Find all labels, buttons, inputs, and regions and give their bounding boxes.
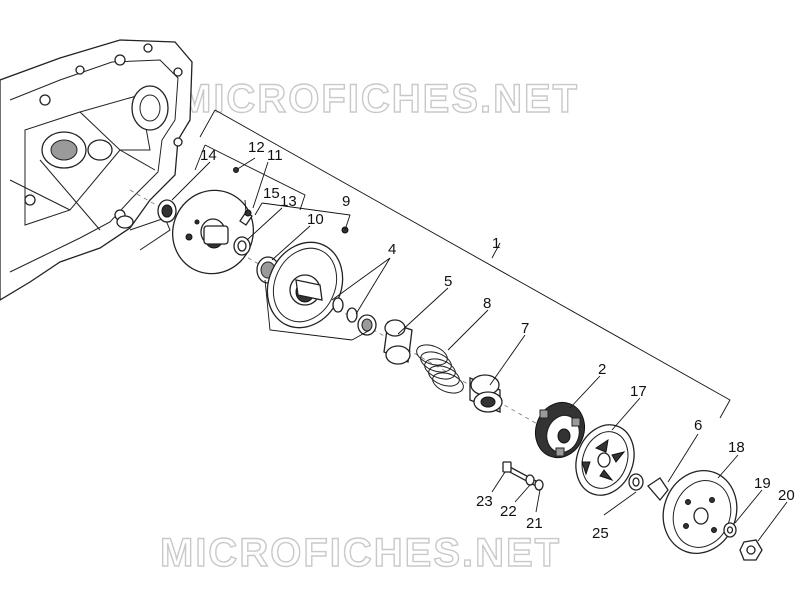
callout-10: 10 (307, 211, 324, 228)
part-13-bushing (233, 236, 251, 256)
callout-6: 6 (694, 417, 702, 434)
callout-21: 21 (526, 515, 543, 532)
bracket-group-12 (194, 144, 306, 211)
leader-23 (491, 471, 506, 493)
leader-10 (271, 225, 311, 261)
watermark-bottom: MICROFICHES.NET (160, 531, 561, 575)
leader-11 (252, 161, 269, 209)
leader-22 (514, 484, 531, 503)
callout-13: 13 (280, 193, 297, 210)
part-8-spring (416, 344, 464, 394)
leader-14 (171, 161, 211, 201)
watermark-top: MICROFICHES.NET (178, 77, 579, 121)
callout-15: 15 (263, 185, 280, 202)
leader-12 (235, 157, 256, 171)
part-4-o-rings (332, 297, 358, 323)
leader-5 (397, 287, 449, 335)
callout-22: 22 (500, 503, 517, 520)
part-25-washer (628, 473, 644, 491)
bracket-group-1 (199, 109, 731, 419)
callout-7: 7 (521, 320, 529, 337)
leader-25 (603, 491, 637, 516)
callout-12: 12 (248, 139, 265, 156)
part-19-washer (723, 522, 737, 538)
part-7-cylinder-bushing (469, 374, 503, 413)
leader-4 (264, 257, 391, 341)
part-18-clutch-bell (662, 470, 738, 554)
part-14-seal-ring (157, 199, 177, 223)
leader-2 (569, 375, 601, 409)
part-9-movable-pulley-half (266, 226, 349, 329)
callout-5: 5 (444, 273, 452, 290)
leader-13 (246, 207, 283, 241)
leader-8 (447, 309, 489, 351)
callout-23: 23 (476, 493, 493, 510)
leader-6 (667, 433, 699, 483)
callout-11: 11 (267, 147, 283, 164)
leader-18 (717, 454, 739, 479)
part-20-nut (739, 539, 763, 561)
callout-18: 18 (728, 439, 745, 456)
callout-4: 4 (388, 241, 396, 258)
part-21-washer (534, 479, 544, 491)
leader-21 (535, 489, 541, 513)
part-15-pin (239, 209, 253, 226)
part-6-spacer (647, 477, 669, 502)
part-5-sleeve (383, 319, 413, 365)
callout-17: 17 (630, 383, 647, 400)
callout-20: 20 (778, 487, 795, 504)
part-22-washer (525, 474, 535, 486)
callout-1: 1 (492, 235, 500, 252)
crankcase-housing (0, 39, 193, 301)
callout-14: 14 (200, 147, 217, 164)
leader-20 (757, 501, 788, 542)
callout-9: 9 (342, 193, 350, 210)
callout-19: 19 (754, 475, 771, 492)
callout-8: 8 (483, 295, 491, 312)
leader-19 (734, 489, 763, 524)
callout-2: 2 (598, 361, 606, 378)
leader-17 (611, 397, 641, 431)
part-guide-bushing (357, 314, 377, 336)
leader-7 (489, 334, 526, 386)
leader-15 (244, 199, 247, 214)
part-17-fan-drum (575, 424, 635, 496)
part-2-clutch-assembly (534, 401, 586, 459)
part-12-fixed-pulley-half (171, 189, 255, 275)
bracket-group-9 (254, 202, 351, 231)
callout-25: 25 (592, 525, 609, 542)
